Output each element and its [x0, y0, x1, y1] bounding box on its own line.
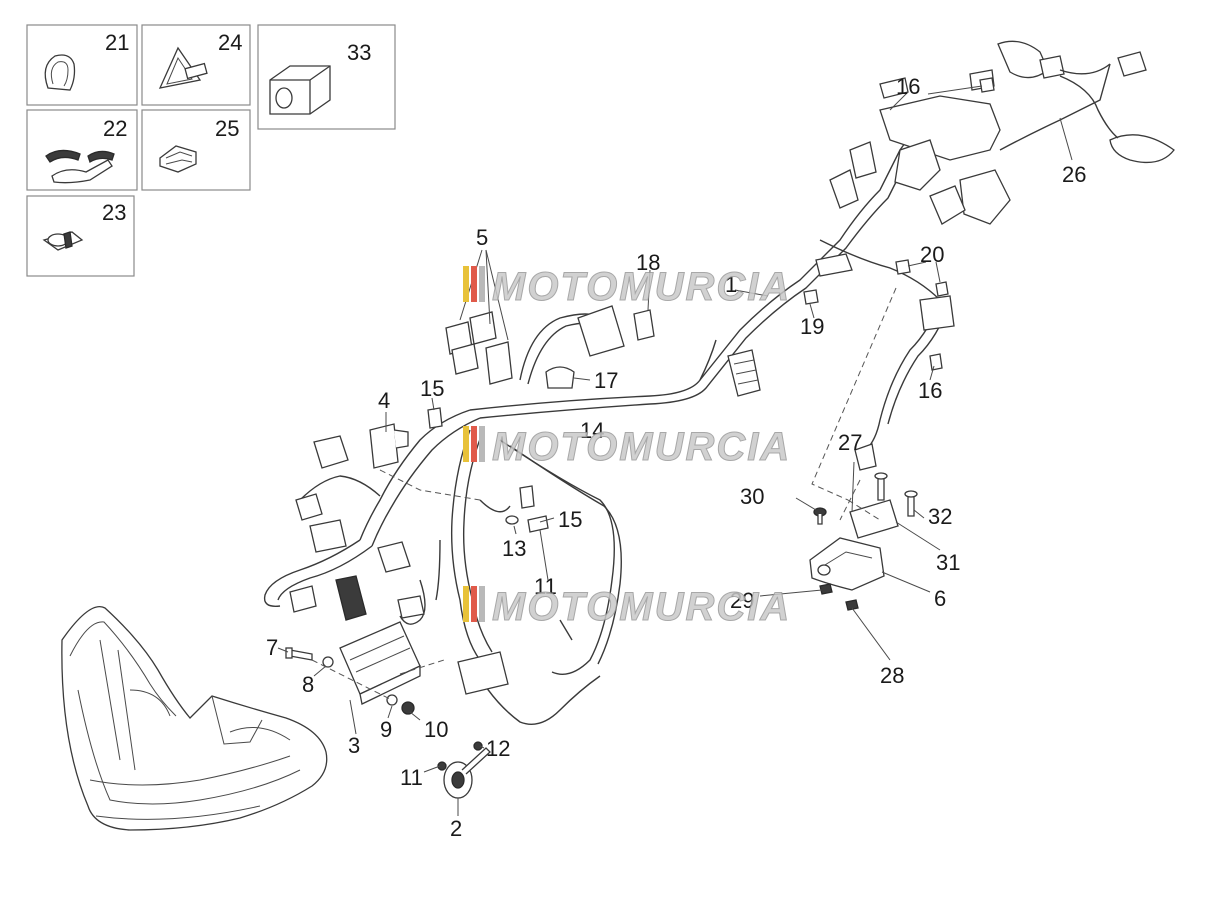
- callout-26: 26: [1062, 162, 1086, 187]
- bolt-14[interactable]: [527, 515, 549, 533]
- washer-13[interactable]: [505, 515, 519, 525]
- connector-16[interactable]: [929, 353, 943, 371]
- callout-27: 27: [838, 430, 862, 455]
- clamp-31[interactable]: [849, 499, 899, 539]
- kit-box-21[interactable]: 21: [26, 24, 138, 106]
- bracket-4[interactable]: [369, 423, 409, 469]
- cable-clamp-icon: [45, 149, 115, 184]
- headlight-assembly[interactable]: [61, 606, 328, 831]
- callout-13: 13: [502, 536, 526, 561]
- svg-text:33: 33: [347, 40, 371, 65]
- callout-9: 9: [380, 717, 392, 742]
- callout-15a: 15: [420, 376, 444, 401]
- watermark-top: MOTOMURCIA: [463, 265, 791, 310]
- svg-text:MOTOMURCIA: MOTOMURCIA: [492, 585, 791, 629]
- watermark-middle: MOTOMURCIA: [463, 425, 791, 470]
- callout-5: 5: [476, 225, 488, 250]
- svg-text:24: 24: [218, 30, 242, 55]
- callout-31: 31: [936, 550, 960, 575]
- clip-29[interactable]: [819, 583, 833, 595]
- clip-20[interactable]: [895, 259, 949, 297]
- svg-text:22: 22: [103, 116, 127, 141]
- callout-29: 29: [730, 588, 754, 613]
- callout-11b: 11: [534, 574, 557, 599]
- svg-text:MOTOMURCIA: MOTOMURCIA: [492, 425, 791, 469]
- callout-19: 19: [800, 314, 824, 339]
- callout-30: 30: [740, 484, 764, 509]
- cable-tie-clip-icon: [42, 231, 84, 251]
- bolt-32[interactable]: [904, 490, 918, 517]
- kit-box-24[interactable]: 24: [141, 24, 251, 106]
- horn-2[interactable]: [443, 747, 491, 799]
- callout-12: 12: [486, 736, 510, 761]
- svg-text:25: 25: [215, 116, 239, 141]
- nut-12[interactable]: [473, 741, 483, 751]
- callout-6: 6: [934, 586, 946, 611]
- triangle-clip-icon: [158, 46, 208, 89]
- nut-28[interactable]: [845, 599, 859, 611]
- relay-bracket-18[interactable]: [577, 305, 655, 357]
- control-unit-3[interactable]: [339, 621, 421, 705]
- kit-box-25[interactable]: 25: [141, 109, 251, 191]
- callout-32: 32: [928, 504, 952, 529]
- connector-16-top[interactable]: [979, 77, 995, 93]
- kit-box-33[interactable]: 33: [257, 24, 396, 130]
- connector-clip-icon: [159, 145, 197, 173]
- callout-4: 4: [378, 388, 390, 413]
- fuse-box[interactable]: [727, 349, 761, 397]
- rubber-block-icon: [269, 65, 331, 115]
- clip-15b[interactable]: [519, 485, 535, 509]
- left-connector-cluster[interactable]: [289, 435, 509, 695]
- cable-clip-17[interactable]: [545, 366, 575, 389]
- ignition-bracket-6[interactable]: [809, 537, 885, 591]
- spacer-8[interactable]: [322, 656, 334, 668]
- screw-7[interactable]: [285, 647, 313, 661]
- callout-2: 2: [450, 816, 462, 841]
- kit-box-22[interactable]: 22: [26, 109, 138, 191]
- leader-lines: [277, 85, 1073, 816]
- relay-set[interactable]: [445, 311, 513, 385]
- kit-box-23[interactable]: 23: [26, 195, 135, 277]
- callout-16a: 16: [896, 74, 920, 99]
- callout-16b: 16: [918, 378, 942, 403]
- callout-15b: 15: [558, 507, 582, 532]
- watermark-bottom: MOTOMURCIA: [463, 585, 791, 630]
- turn-indicator-harness-26[interactable]: [997, 40, 1175, 164]
- clip-15a[interactable]: [427, 407, 443, 429]
- screw-11[interactable]: [437, 761, 447, 771]
- screw-30[interactable]: [813, 507, 827, 525]
- spacer-9[interactable]: [386, 694, 398, 706]
- callout-18: 18: [636, 250, 660, 275]
- callout-20: 20: [920, 242, 944, 267]
- callout-10: 10: [424, 717, 448, 742]
- clip-19[interactable]: [803, 289, 819, 305]
- svg-text:23: 23: [102, 200, 126, 225]
- callout-17: 17: [594, 368, 618, 393]
- callout-28: 28: [880, 663, 904, 688]
- bolt-27[interactable]: [874, 472, 888, 501]
- callout-3: 3: [348, 733, 360, 758]
- dashboard-connector-cluster[interactable]: [815, 69, 1011, 471]
- callout-14: 14: [580, 418, 604, 443]
- callout-labels: 1 2 3 4 5 6 7 8 9 10 11 11 12 13 14 15 1…: [266, 74, 1086, 841]
- callout-8: 8: [302, 672, 314, 697]
- svg-text:21: 21: [105, 30, 129, 55]
- callout-1: 1: [725, 272, 737, 297]
- callout-11a: 11: [400, 765, 423, 790]
- nut-10[interactable]: [401, 701, 415, 715]
- hook-clip-icon: [44, 54, 76, 91]
- main-wiring-harness[interactable]: [263, 99, 969, 725]
- svg-text:MOTOMURCIA: MOTOMURCIA: [492, 265, 791, 309]
- callout-7: 7: [266, 635, 278, 660]
